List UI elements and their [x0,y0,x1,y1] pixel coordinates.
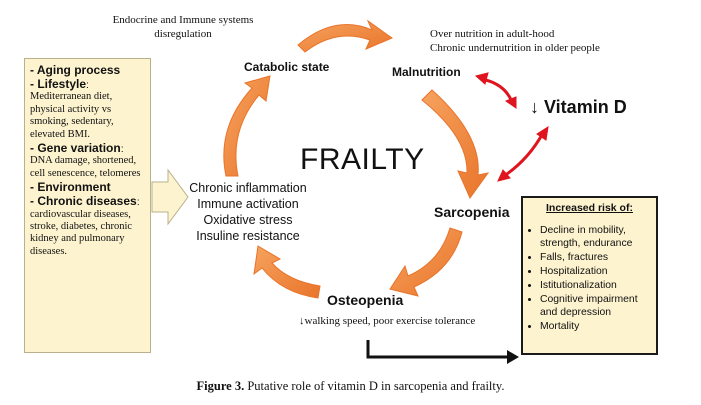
cycle-arrow-osteopenia-to-factors [253,245,321,299]
factor-head: - Lifestyle [30,77,87,91]
osteopenia-note: ↓walking speed, poor exercise tolerance [299,315,476,327]
factor-body: DNA damage, shortened, cell senescence, … [30,155,141,179]
factor-head: - Gene variation [30,141,121,156]
nutrition-note: Over nutrition in adult-hood Chronic und… [430,27,600,55]
factor-suffix: : [136,196,140,209]
factors-list: Chronic inflammation Immune activation O… [186,180,310,244]
endocrine-immune-note: Endocrine and Immune systems disregulati… [98,13,268,41]
factor-head: - Environment [30,180,111,195]
risk-factors-box: - Aging process - Lifestyle: Mediterrane… [24,58,151,353]
node-osteopenia: Osteopenia [327,292,404,308]
cycle-arrow-catabolic-to-malnutrition [297,19,394,53]
factor-head: - Chronic diseases [30,194,137,209]
caption-text: Putative role of vitamin D in sarcopenia… [244,379,505,393]
factor-group: - Gene variation: [30,141,145,155]
left-box-arrow [151,168,189,226]
factor-item: Immune activation [197,197,299,211]
cycle-arrow-sarcopenia-to-osteopenia [389,227,463,297]
red-arrow-malnutrition-vitamin-d [474,72,517,109]
note-line: Over nutrition in adult-hood [430,28,555,40]
risk-item: Istitutionalization [540,279,650,292]
increased-risk-box: Increased risk of: Decline in mobility, … [521,196,658,355]
note-line: Chronic undernutrition in older people [430,42,600,54]
factor-body: cardiovascular diseases, stroke, diabete… [30,208,133,257]
risk-list: Decline in mobility, strength, endurance… [529,224,650,333]
factor-suffix: : [86,79,89,91]
factor-item: Insuline resistance [196,229,300,243]
node-malnutrition: Malnutrition [392,65,461,79]
factor-body: Mediterranean diet, physical activity vs… [30,91,114,140]
node-catabolic-state: Catabolic state [244,60,330,74]
node-vitamin-d: ↓ Vitamin D [530,97,627,117]
risk-box-title: Increased risk of: [546,202,633,214]
note-line: disregulation [154,28,212,40]
factor-item: Chronic inflammation [189,181,307,195]
figure-caption: Figure 3. Putative role of vitamin D in … [0,379,701,394]
factor-group: - Lifestyle: [30,77,145,91]
risk-item: Hospitalization [540,265,650,278]
risk-item: Cognitive impairment and depression [540,293,650,319]
risk-item: Falls, fractures [540,251,650,264]
center-title: FRAILTY [300,143,425,176]
red-arrow-vitamin-d-sarcopenia [497,125,549,182]
note-line: Endocrine and Immune systems [112,14,254,26]
factor-item: Oxidative stress [203,213,293,227]
risk-item: Decline in mobility, strength, endurance [540,224,650,250]
cycle-arrow-malnutrition-to-sarcopenia [421,89,490,199]
factor-head: - Aging process [30,63,121,77]
cycle-arrow-factors-to-catabolic [223,75,271,177]
caption-label: Figure 3. [196,379,245,393]
risk-item: Mortality [540,320,650,333]
factor-suffix: : [120,143,124,156]
node-sarcopenia: Sarcopenia [434,204,510,220]
black-arrow-to-risk-box [366,340,519,364]
factor-group: - Chronic diseases: [30,194,145,208]
